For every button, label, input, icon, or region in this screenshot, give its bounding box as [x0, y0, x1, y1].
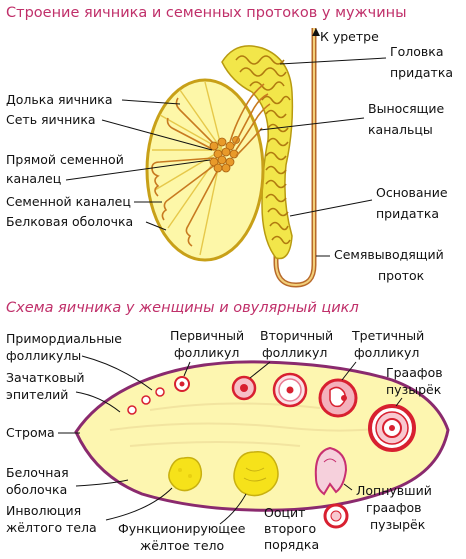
label-oocyte-2: второго	[264, 521, 316, 536]
graafian-follicle	[368, 404, 416, 452]
label-germinal-2: эпителий	[6, 387, 68, 402]
involuting-corpus-luteum	[168, 456, 203, 492]
label-efferent-2: канальцы	[368, 122, 433, 137]
label-graafian-1: Граафов	[386, 365, 443, 380]
label-epididymis-head-1: Головка	[390, 44, 444, 59]
label-rete-testis: Сеть яичника	[6, 112, 96, 127]
label-primordial-1: Примордиальные	[6, 331, 122, 346]
leader-germinal	[75, 391, 121, 413]
large-tertiary-follicle	[318, 378, 358, 418]
label-tertiary-2: фолликул	[354, 345, 419, 360]
primordial-follicles	[127, 387, 165, 415]
label-tertiary-1: Третичный	[351, 328, 424, 343]
label-primary-2: фолликул	[174, 345, 239, 360]
leader-ruptured	[343, 483, 353, 491]
leader-albuginea	[75, 479, 129, 487]
functional-corpus-luteum	[233, 451, 279, 497]
label-epididymis-base-2: придатка	[376, 206, 439, 221]
label-epididymis-base-1: Основание	[376, 185, 448, 200]
secondary-follicle	[231, 375, 257, 401]
label-involution-2: жёлтого тела	[6, 520, 97, 535]
secondary-oocyte	[323, 503, 349, 529]
label-graafian-2: пузырёк	[386, 382, 442, 397]
label-stroma: Строма	[6, 425, 55, 440]
label-vas-deferens-1: Семявыводящий	[334, 247, 444, 262]
bottom-title: Схема яичника у женщины и овулярный цикл	[6, 300, 359, 316]
label-ruptured-2: граафов	[366, 500, 422, 515]
leader-involution	[105, 487, 173, 521]
vas-deferens-inner	[275, 28, 315, 287]
leader-tunica-albuginea	[145, 221, 167, 231]
label-secondary-2: фолликул	[262, 345, 327, 360]
testis	[145, 78, 265, 262]
label-oocyte-1: Ооцит	[264, 505, 305, 520]
ruptured-follicle	[314, 446, 348, 496]
ovary-stroma	[109, 402, 401, 447]
epididymis	[221, 45, 294, 260]
label-ruptured-1: Лопнувший	[356, 483, 432, 498]
leader-rete-testis	[101, 119, 213, 151]
label-efferent-1: Выносящие	[368, 101, 445, 116]
efferent-ducts	[229, 83, 271, 157]
label-tunica-albuginea: Белковая оболочка	[6, 214, 133, 229]
label-to-urethra: К уретре	[320, 29, 379, 44]
label-ruptured-3: пузырёк	[370, 517, 426, 532]
arrow-up-icon	[312, 28, 320, 36]
label-testis-lobule: Долька яичника	[6, 92, 113, 107]
leader-epididymis-head	[279, 57, 387, 65]
leader-functional	[219, 493, 247, 525]
leader-epididymis-base	[289, 199, 373, 217]
label-secondary-1: Вторичный	[260, 328, 333, 343]
primary-follicle	[174, 376, 190, 392]
label-epididymis-head-2: придатка	[390, 65, 453, 80]
epididymis-coils	[235, 55, 291, 245]
label-functional-2: жёлтое тело	[140, 538, 224, 553]
leader-secondary	[249, 361, 271, 379]
label-straight-tubule-2: каналец	[6, 171, 61, 186]
label-vas-deferens-2: проток	[378, 268, 425, 283]
label-functional-1: Функционирующее	[118, 521, 246, 536]
leader-primordial	[81, 355, 153, 391]
label-straight-tubule-1: Прямой семенной	[6, 152, 124, 167]
leader-straight-tubule	[65, 159, 211, 181]
leader-primary	[183, 361, 191, 377]
label-albuginea-2: оболочка	[6, 482, 67, 497]
leader-efferent	[259, 117, 365, 131]
label-albuginea-1: Белочная	[6, 465, 69, 480]
label-germinal-1: Зачатковый	[6, 370, 85, 385]
top-title: Строение яичника и семенных протоков у м…	[6, 5, 407, 21]
leader-tertiary	[341, 361, 357, 381]
label-oocyte-3: порядка	[264, 537, 319, 552]
label-involution-1: Инволюция	[6, 503, 81, 518]
label-primary-1: Первичный	[170, 328, 244, 343]
tertiary-follicle	[272, 372, 308, 408]
leader-testis-lobule	[121, 99, 181, 105]
label-primordial-2: фолликулы	[6, 348, 81, 363]
rete-testis	[209, 136, 240, 173]
seminiferous-tubules	[151, 97, 221, 247]
leader-graafian	[395, 397, 403, 407]
label-seminiferous-tubule: Семенной каналец	[6, 194, 131, 209]
